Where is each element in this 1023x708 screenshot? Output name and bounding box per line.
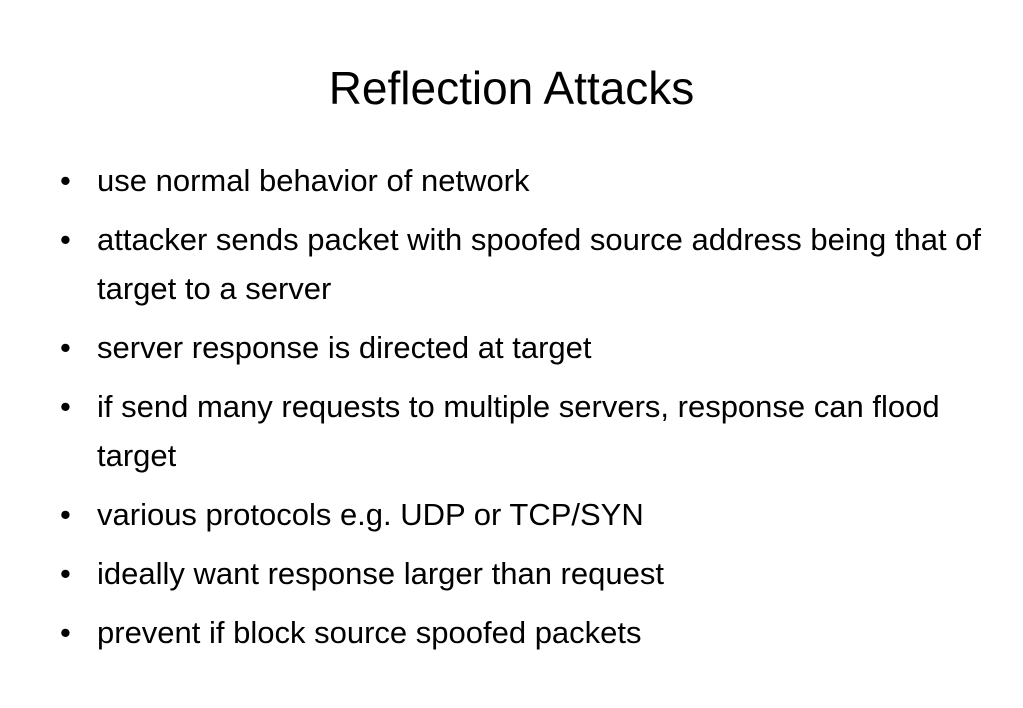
bullet-text: attacker sends packet with spoofed sourc… xyxy=(97,222,982,306)
bullet-item: • use normal behavior of network xyxy=(60,156,990,205)
bullet-dot-icon: • xyxy=(60,497,71,532)
bullet-item: • various protocols e.g. UDP or TCP/SYN xyxy=(60,490,990,539)
bullet-text: various protocols e.g. UDP or TCP/SYN xyxy=(97,497,644,532)
bullet-text: ideally want response larger than reques… xyxy=(97,556,664,591)
bullet-dot-icon: • xyxy=(60,556,71,591)
bullet-item: • attacker sends packet with spoofed sou… xyxy=(60,215,990,313)
slide-title: Reflection Attacks xyxy=(328,62,695,114)
bullet-list: • use normal behavior of network • attac… xyxy=(60,156,990,667)
bullet-dot-icon: • xyxy=(60,389,71,424)
bullet-text: use normal behavior of network xyxy=(97,163,530,198)
bullet-text: if send many requests to multiple server… xyxy=(97,389,940,473)
bullet-dot-icon: • xyxy=(60,615,71,650)
bullet-dot-icon: • xyxy=(60,330,71,365)
bullet-dot-icon: • xyxy=(60,163,71,198)
bullet-item: • prevent if block source spoofed packet… xyxy=(60,608,990,657)
bullet-text: prevent if block source spoofed packets xyxy=(97,615,642,650)
bullet-item: • server response is directed at target xyxy=(60,323,990,372)
bullet-dot-icon: • xyxy=(60,222,71,257)
bullet-item: • if send many requests to multiple serv… xyxy=(60,382,990,480)
bullet-text: server response is directed at target xyxy=(97,330,592,365)
bullet-item: • ideally want response larger than requ… xyxy=(60,549,990,598)
